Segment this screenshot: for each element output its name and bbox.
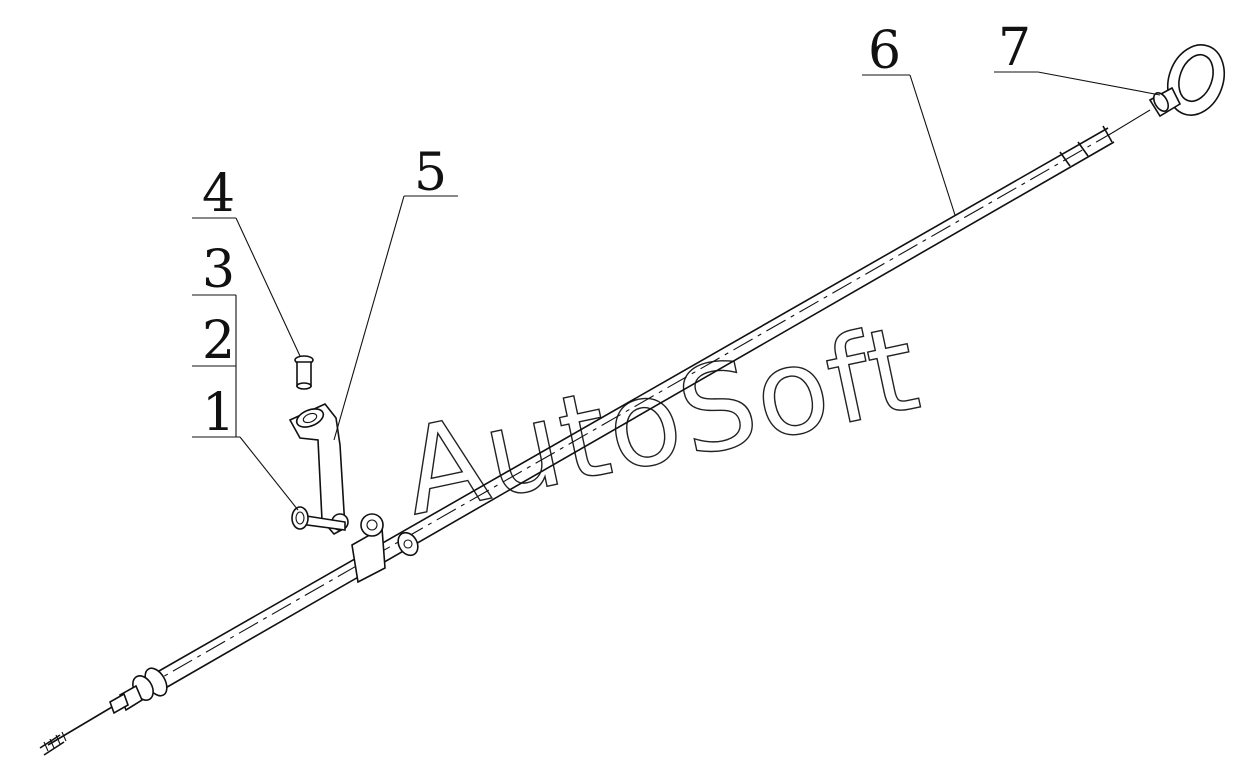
callout-4: 4 <box>202 164 235 224</box>
watermark-text: AutoSoft <box>391 298 931 542</box>
callout-6: 6 <box>868 21 901 81</box>
callout-2: 2 <box>202 311 235 371</box>
callout-3: 3 <box>202 240 235 300</box>
callout-5: 5 <box>414 143 447 203</box>
dipstick-handle <box>1148 44 1226 118</box>
leader-lines <box>192 71 1161 511</box>
small-bolt <box>294 355 314 390</box>
tube-clamp <box>351 513 419 584</box>
bottom-fitting <box>39 667 168 756</box>
callout-7: 7 <box>998 18 1031 78</box>
bolt-and-washer <box>291 506 346 531</box>
callout-labels: 1 2 3 4 5 6 7 <box>202 18 1031 443</box>
tube-assembly <box>39 109 1151 756</box>
callout-1: 1 <box>202 383 235 443</box>
